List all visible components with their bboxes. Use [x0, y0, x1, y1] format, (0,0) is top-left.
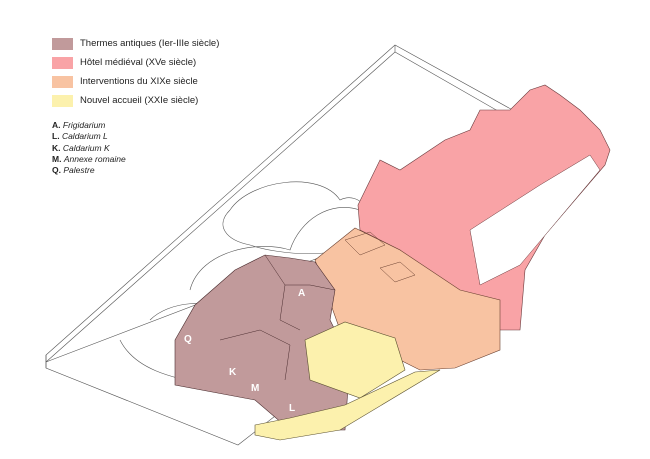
legend-item-hotel: Hôtel médiéval (XVe siècle)	[52, 53, 219, 72]
swatch-thermes	[52, 37, 73, 50]
legend-item-thermes: Thermes antiques (Ier-IIIe siècle)	[52, 34, 219, 53]
key-a: A. Frigidarium	[52, 120, 106, 130]
swatch-hotel	[52, 56, 73, 69]
key-m: M. Annexe romaine	[52, 153, 126, 164]
map-label-k: K	[229, 367, 237, 378]
key-list: A. Frigidarium L. Caldarium L K. Caldari…	[52, 120, 126, 176]
legend-item-accueil: Nouvel accueil (XXIe siècle)	[52, 91, 219, 110]
legend: Thermes antiques (Ier-IIIe siècle) Hôtel…	[52, 34, 219, 110]
legend-label: Hôtel médiéval (XVe siècle)	[80, 57, 197, 68]
legend-label: Thermes antiques (Ier-IIIe siècle)	[80, 38, 220, 49]
key-l: L. Caldarium L	[52, 131, 108, 142]
thermes-antiques	[174, 254, 351, 431]
key-q: Q. Palestre	[52, 165, 95, 176]
key-k: K. Caldarium K	[52, 142, 110, 153]
map-label-m: M	[251, 383, 259, 394]
legend-label: Interventions du XIXe siècle	[80, 76, 198, 87]
map-label-q: Q	[184, 334, 192, 345]
legend-item-xixe: Interventions du XIXe siècle	[52, 72, 219, 91]
legend-label: Nouvel accueil (XXIe siècle)	[80, 95, 199, 106]
map-label-l: L	[289, 403, 295, 414]
nouvel-accueil	[254, 321, 441, 441]
map-label-a: A	[298, 288, 305, 299]
swatch-xixe	[52, 75, 73, 88]
swatch-accueil	[52, 94, 73, 107]
